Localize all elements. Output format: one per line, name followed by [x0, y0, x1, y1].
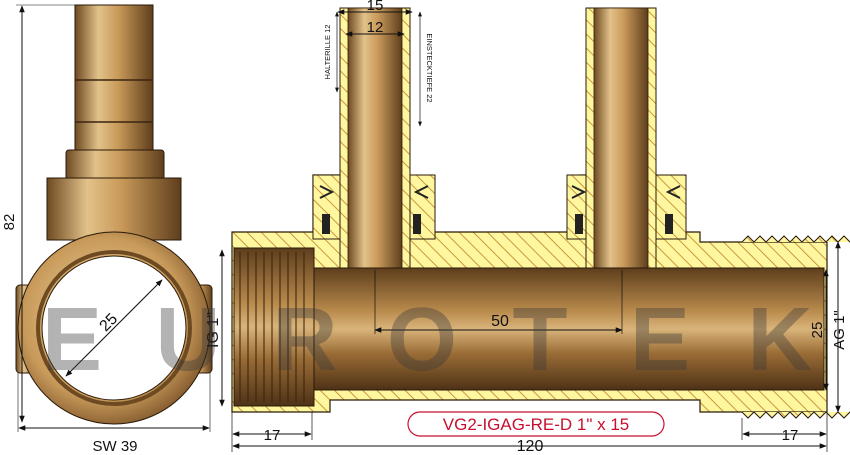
- dim-ig-label: IG 1": [205, 312, 222, 348]
- grip-ring: [319, 185, 335, 199]
- grip-ring: [571, 185, 587, 199]
- side-ring-inner: [36, 250, 192, 406]
- side-view: 82 25 SW 39: [1, 4, 213, 455]
- dim-17-left-label: 17: [264, 427, 281, 444]
- grip-ring: [665, 185, 681, 199]
- watermark-letter: E: [42, 290, 102, 390]
- watermark-letter: U: [156, 290, 221, 390]
- product-code-badge: VG2-IGAG-RE-D 1" x 15: [407, 411, 665, 437]
- watermark-letter: O: [387, 290, 457, 390]
- pipe-bore-left: [347, 7, 403, 277]
- note-retention: HALTERILLE 12: [323, 25, 332, 80]
- side-collar: [65, 149, 165, 181]
- watermark-letter: E: [630, 290, 690, 390]
- side-sw-label: SW 39: [92, 438, 137, 455]
- male-thread-top: [741, 235, 850, 243]
- dim-120-label: 120: [517, 438, 544, 455]
- note-insertion: EINSTECKTIEFE 22: [425, 33, 434, 102]
- dim-25-label: 25: [809, 322, 826, 339]
- watermark: E U R O T E K: [42, 290, 813, 390]
- dim-12-label: 12: [367, 19, 384, 36]
- female-thread-ridges: [239, 252, 305, 402]
- dim-ag-label: AG 1": [831, 310, 848, 350]
- product-code: VG2-IGAG-RE-D 1" x 15: [443, 415, 629, 434]
- side-nut: [46, 177, 182, 241]
- seal-ring: [322, 214, 330, 234]
- male-thread-bottom: [741, 411, 850, 419]
- product-code-frame: [407, 411, 665, 437]
- seal-ring: [413, 214, 421, 234]
- pipe-bore-right: [593, 7, 649, 277]
- dim-17-right-label: 17: [782, 427, 799, 444]
- seal-ring: [665, 214, 673, 234]
- side-bore-dim-line: [65, 279, 163, 377]
- dim-15-label: 15: [367, 0, 384, 14]
- grip-ring: [413, 185, 429, 199]
- dim-50-label: 50: [491, 313, 509, 330]
- seal-ring: [575, 214, 583, 234]
- section-view: 15 12 HALTERILLE 12 EINSTECKTIEFE 22 50 …: [205, 0, 850, 455]
- watermark-letter: T: [513, 290, 568, 390]
- watermark-letter: R: [273, 290, 338, 390]
- side-height-label: 82: [1, 214, 18, 231]
- watermark-letter: K: [748, 290, 813, 390]
